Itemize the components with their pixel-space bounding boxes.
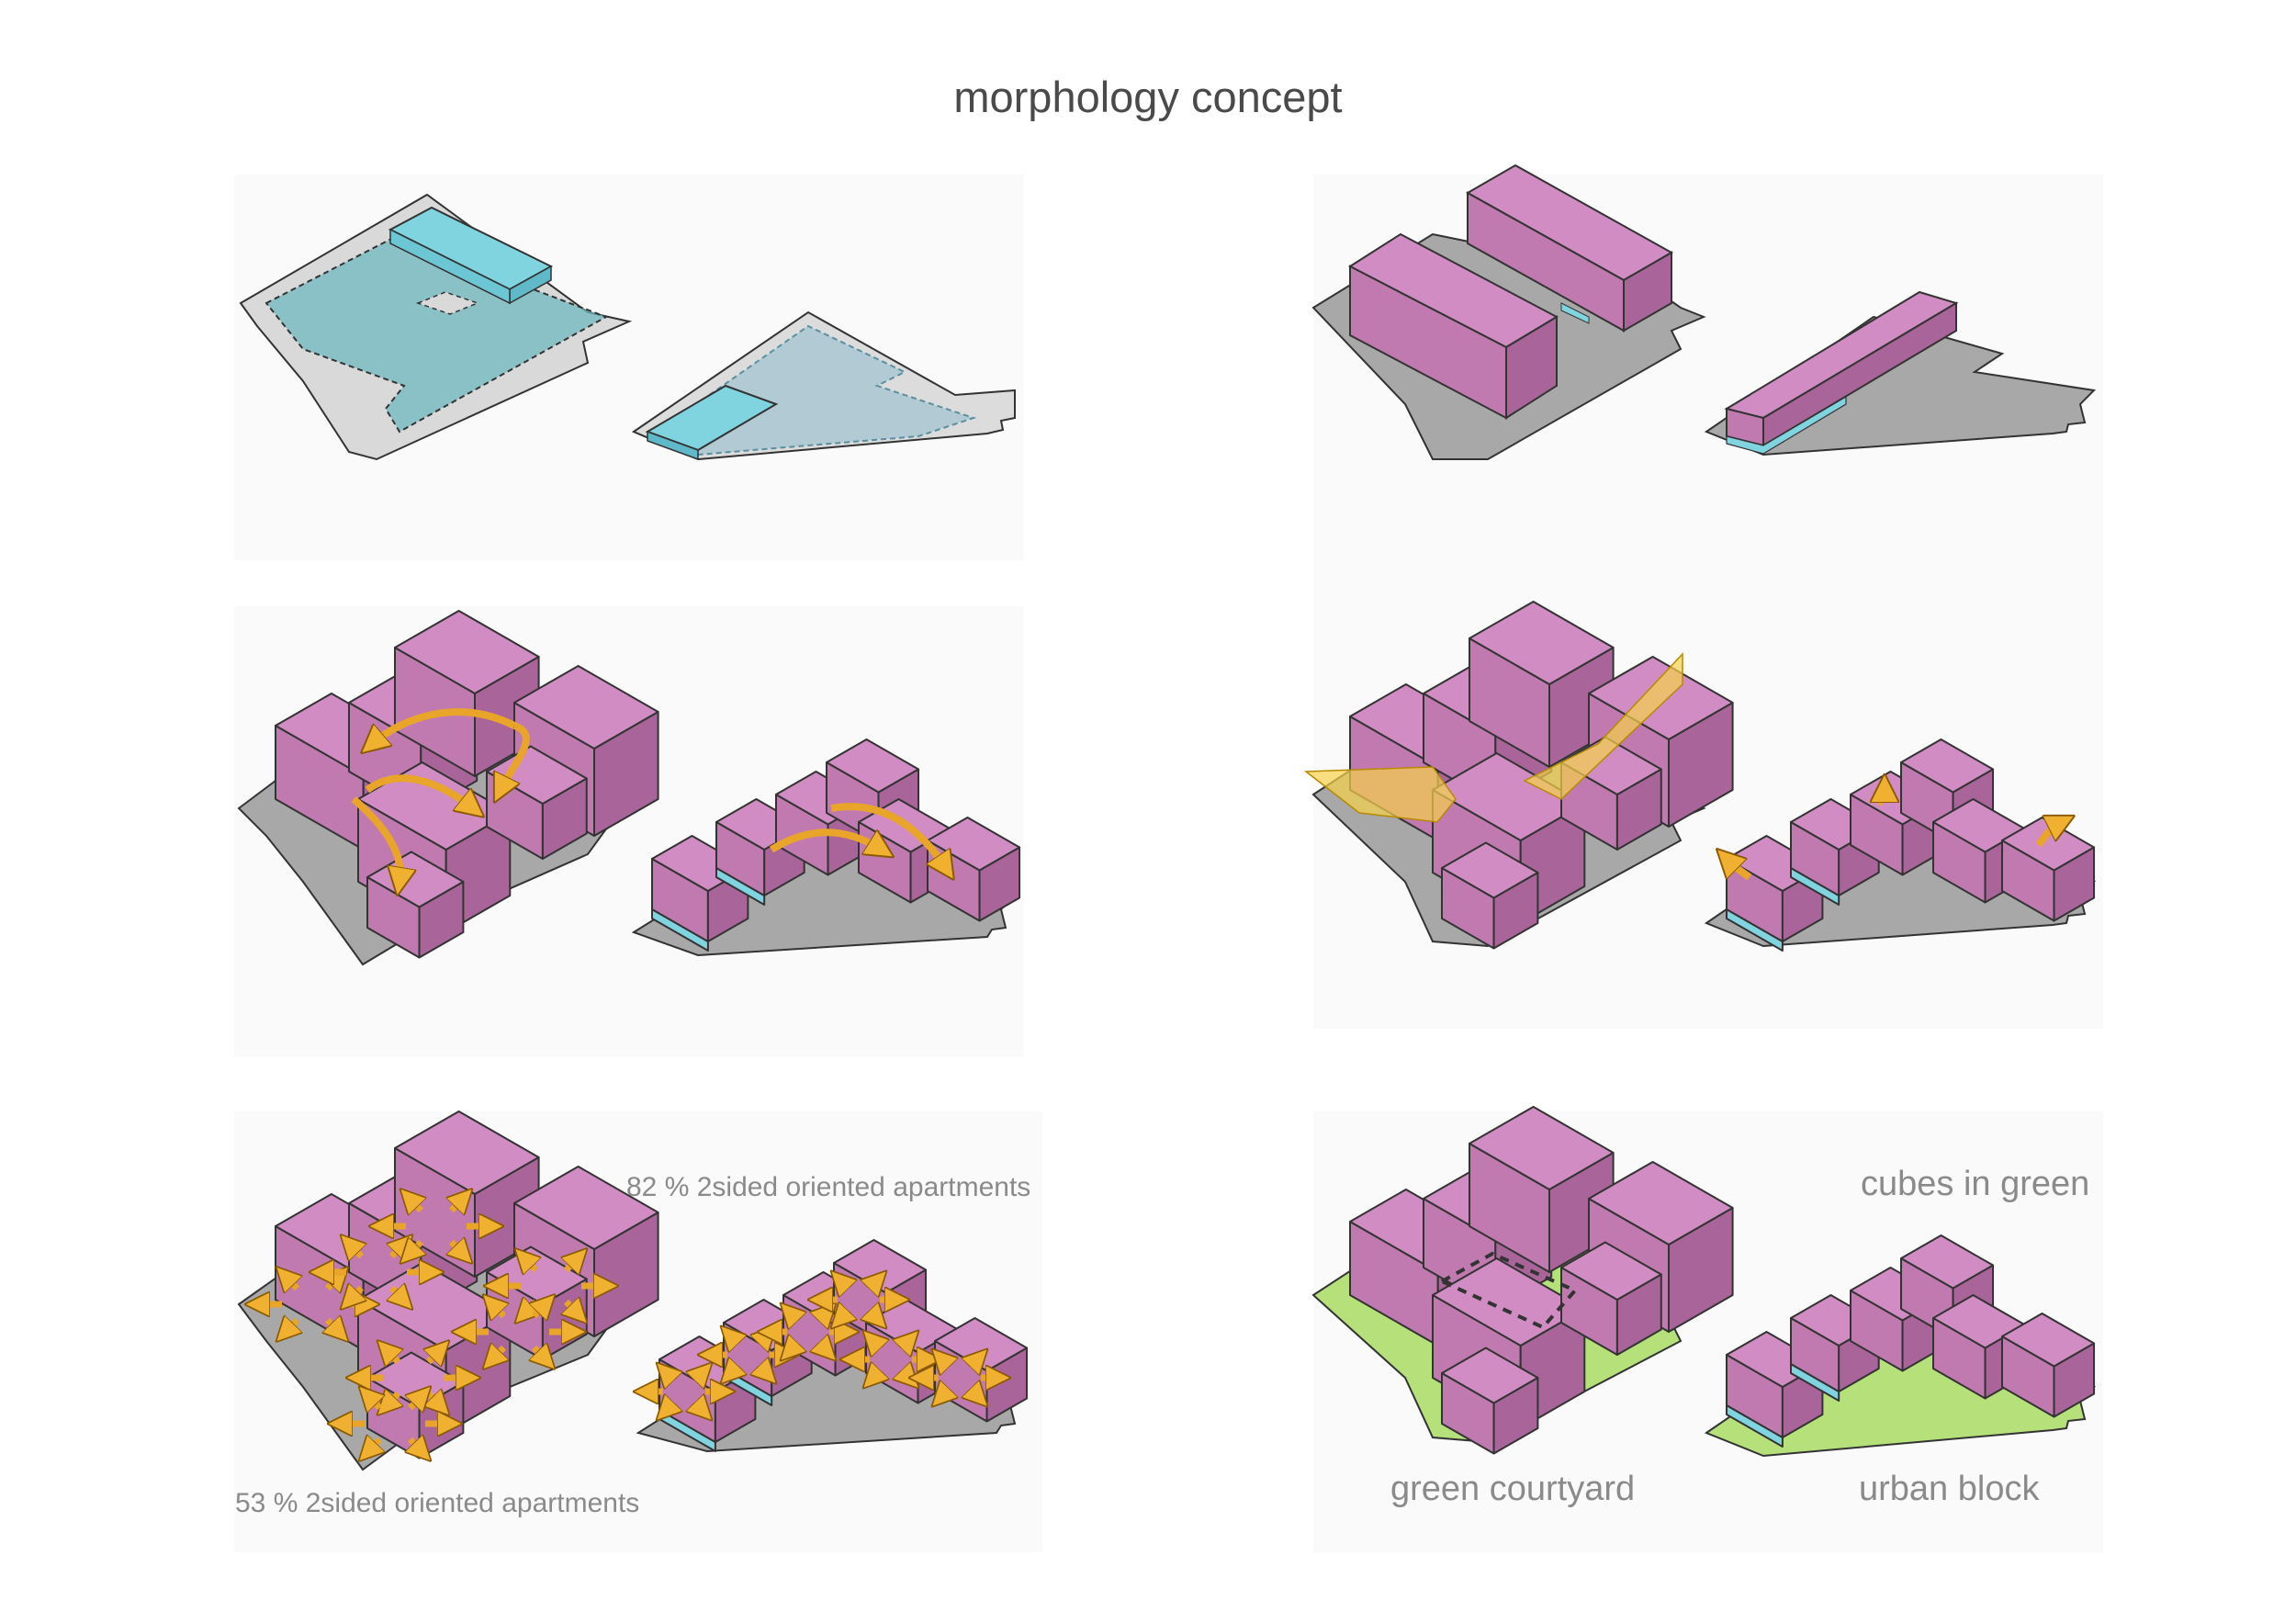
label-urban-block: urban block xyxy=(1859,1470,2040,1508)
label-green-courtyard: green courtyard xyxy=(1390,1470,1636,1508)
orientation-arrow xyxy=(872,1370,880,1380)
orientation-arrow xyxy=(285,1320,298,1333)
orientation-arrow xyxy=(491,1303,504,1316)
building-cube xyxy=(2001,817,2096,922)
orientation-arrow xyxy=(971,1358,979,1367)
orientation-arrow xyxy=(665,1371,673,1381)
courtyard-outline xyxy=(1437,1251,1579,1330)
diagram-bars xyxy=(1311,163,2097,460)
orientation-arrow xyxy=(819,1343,827,1352)
orientation-arrow xyxy=(870,1311,878,1320)
orientation-arrow xyxy=(386,1349,399,1362)
diagram-base-slab xyxy=(239,193,1016,461)
orientation-arrow xyxy=(971,1389,979,1398)
label-53-two-sided: 53 % 2sided oriented apartments xyxy=(235,1488,640,1518)
orientation-arrow xyxy=(349,1288,362,1301)
movement-arrow xyxy=(365,774,473,808)
movement-arrow xyxy=(501,722,530,790)
orientation-arrow xyxy=(819,1312,827,1321)
orientation-arrow xyxy=(367,1395,380,1408)
diagram-cubes-circulation xyxy=(237,610,1021,966)
label-82-two-sided: 82 % 2sided oriented apartments xyxy=(626,1172,1031,1202)
orientation-arrow xyxy=(535,1347,547,1360)
movement-arrow xyxy=(1878,788,1885,806)
orientation-arrow xyxy=(729,1335,737,1344)
orientation-arrow xyxy=(729,1366,737,1375)
orientation-arrow xyxy=(760,1366,768,1375)
building-cube xyxy=(1560,1241,1662,1356)
orientation-arrow xyxy=(328,1320,341,1333)
orientation-arrow xyxy=(429,1349,442,1362)
orientation-arrow xyxy=(567,1257,580,1270)
movement-arrow xyxy=(372,708,516,744)
orientation-arrow xyxy=(789,1312,797,1321)
orientation-arrow xyxy=(452,1242,465,1255)
orientation-arrow xyxy=(789,1343,797,1352)
orientation-arrow xyxy=(392,1288,405,1301)
orientation-arrow xyxy=(940,1358,949,1367)
view-plane xyxy=(1523,652,1683,800)
orientation-arrow xyxy=(386,1393,399,1406)
orientation-arrow xyxy=(491,1347,504,1360)
orientation-arrow xyxy=(940,1389,949,1398)
label-cubes-in-green: cubes in green xyxy=(1861,1165,2090,1203)
orientation-arrow xyxy=(839,1311,848,1320)
orientation-arrow xyxy=(409,1198,422,1211)
movement-arrow xyxy=(2035,822,2062,848)
view-plane xyxy=(1303,766,1457,823)
diagram-cubes-views xyxy=(1303,601,2097,952)
orientation-arrow xyxy=(695,1403,703,1412)
movement-arrow xyxy=(351,795,400,882)
orientation-arrow xyxy=(535,1303,547,1316)
movement-arrow xyxy=(769,828,882,850)
orientation-arrow xyxy=(870,1279,878,1289)
orientation-arrow xyxy=(409,1242,422,1255)
orientation-arrow xyxy=(411,1395,423,1408)
page-title: morphology concept xyxy=(953,73,1343,121)
orientation-arrow xyxy=(695,1371,703,1381)
orientation-arrow xyxy=(523,1257,536,1270)
orientation-arrow xyxy=(285,1276,298,1289)
orientation-arrow xyxy=(349,1244,362,1257)
movement-arrow xyxy=(1727,859,1752,881)
orientation-arrow xyxy=(839,1279,848,1289)
diagram-cubes-green xyxy=(1311,1106,2097,1458)
orientation-arrow xyxy=(411,1439,423,1452)
orientation-arrow xyxy=(452,1198,465,1211)
movement-arrow xyxy=(830,803,946,868)
building-cube xyxy=(1441,1347,1539,1455)
orientation-arrow xyxy=(665,1403,673,1412)
orientation-arrow xyxy=(902,1339,910,1348)
building-cube xyxy=(1441,841,1539,950)
orientation-arrow xyxy=(872,1339,880,1348)
orientation-arrow xyxy=(567,1302,580,1314)
diagram-cubes-orientation xyxy=(237,1110,1029,1471)
orientation-arrow xyxy=(367,1439,380,1452)
building-cube xyxy=(2001,1313,2096,1418)
